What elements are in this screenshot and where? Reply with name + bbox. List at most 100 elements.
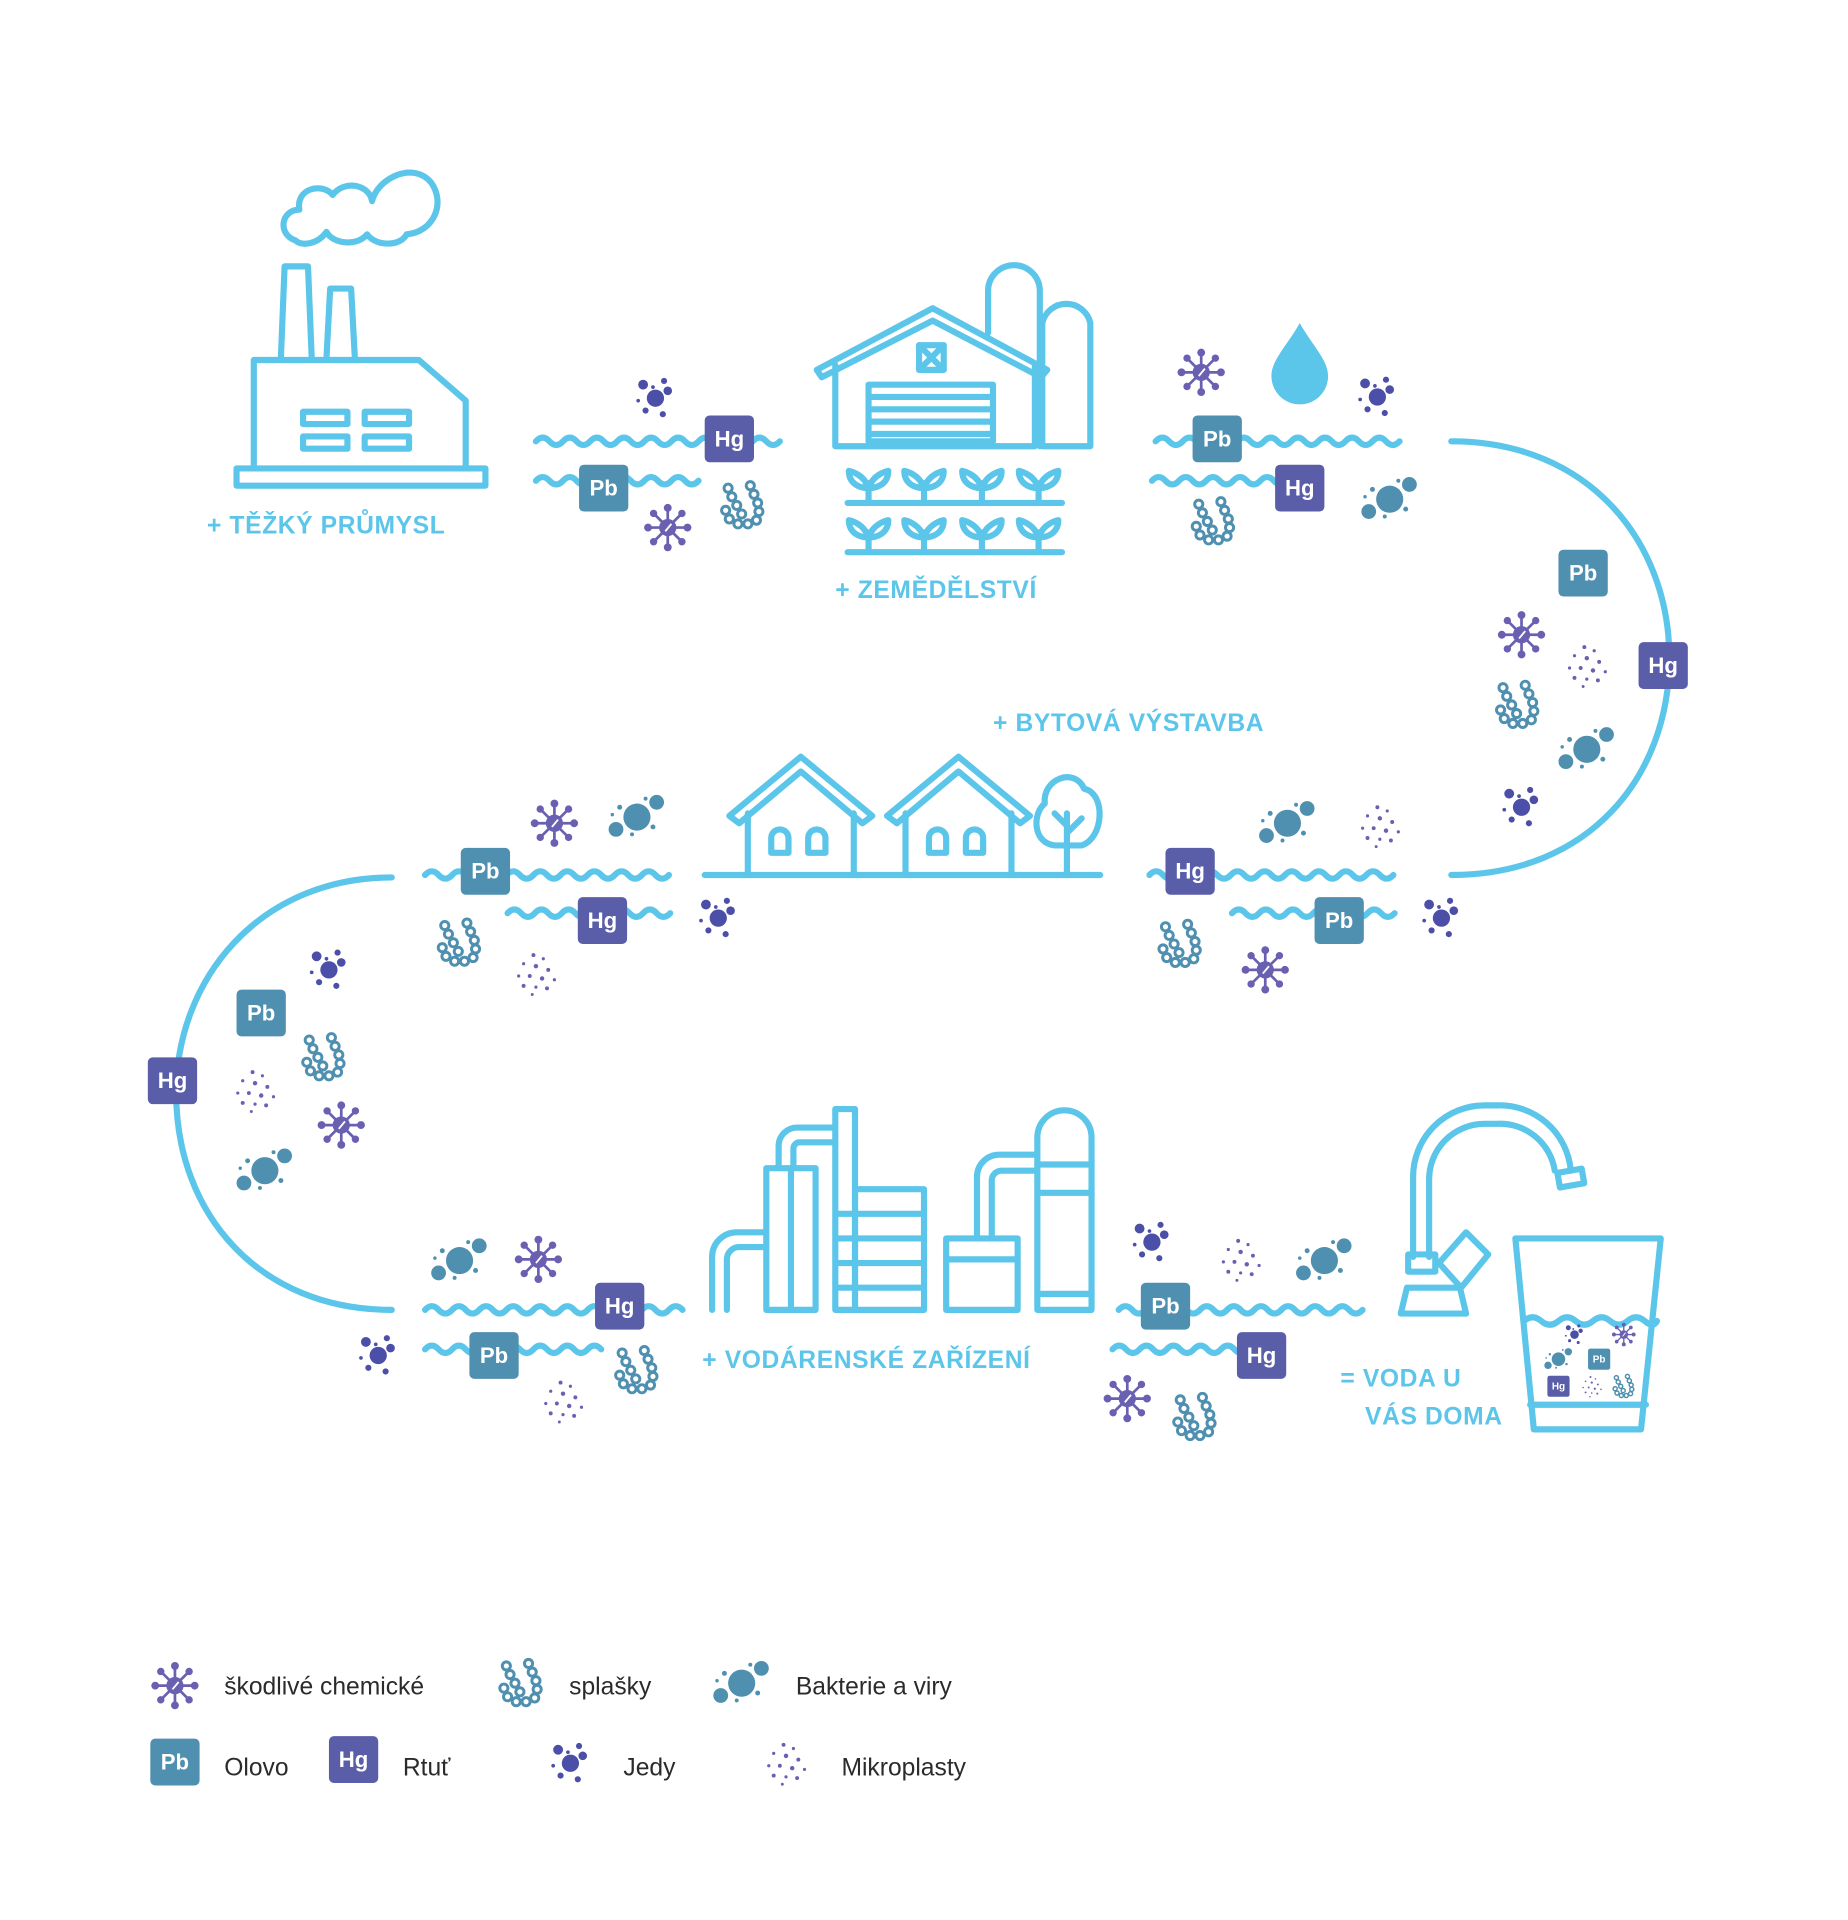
mercury-badge: Hg xyxy=(1165,847,1215,895)
microplastics-icon xyxy=(1567,645,1607,688)
svg-text:Pb: Pb xyxy=(161,1749,189,1774)
legend-microplastics-icon xyxy=(767,1742,807,1786)
sewage-icon xyxy=(1172,1391,1217,1442)
microplastics-icon xyxy=(544,1380,584,1424)
plant-icon xyxy=(845,467,892,505)
result-label-line1: = VODA U xyxy=(1340,1365,1461,1392)
chemical-icon xyxy=(1240,944,1291,995)
chemical-icon xyxy=(529,798,580,849)
legend-sewage-icon xyxy=(498,1657,543,1708)
water-treatment-plant-icon xyxy=(709,1105,1095,1313)
chemical-icon xyxy=(1176,347,1227,398)
water-wave xyxy=(1109,1342,1252,1357)
lead-badge: Pb xyxy=(1140,1282,1191,1330)
poison-icon xyxy=(309,949,346,989)
houses-icon xyxy=(701,753,1104,879)
plant-icon xyxy=(1015,467,1062,505)
badge-label: Hg xyxy=(605,1294,635,1319)
poison-icon xyxy=(1502,786,1539,827)
badge-label: Pb xyxy=(1151,1294,1179,1319)
poison-icon xyxy=(699,897,735,938)
plant-icon xyxy=(901,467,947,505)
sewage-icon xyxy=(1612,1373,1635,1399)
plant-icon xyxy=(959,517,1005,555)
flow-arc-left xyxy=(173,874,395,1313)
badge-label: Pb xyxy=(1593,1354,1606,1365)
water-glass-icon xyxy=(1512,1235,1664,1433)
plant-icon xyxy=(1015,517,1062,555)
mercury-badge: Hg xyxy=(704,415,754,463)
legend: škodlivé chemické splašky Bakterie a vir… xyxy=(149,1657,967,1786)
sewage-icon xyxy=(301,1032,346,1082)
water-wave xyxy=(1152,434,1403,449)
chemical-icon xyxy=(1611,1322,1637,1348)
plant-icon xyxy=(845,517,892,555)
poison-icon xyxy=(636,377,673,418)
microplastics-icon xyxy=(236,1070,276,1114)
lead-badge: Pb xyxy=(1314,897,1364,944)
mercury-badge: Hg xyxy=(577,897,628,944)
microplastics-icon xyxy=(1221,1238,1261,1282)
microplastics-icon xyxy=(1582,1376,1602,1398)
bacteria-icon xyxy=(236,1148,292,1191)
legend-chemicals-icon xyxy=(149,1660,200,1711)
badge-label: Pb xyxy=(471,859,499,884)
legend-chemicals-label: škodlivé chemické xyxy=(224,1673,424,1700)
badge-label: Hg xyxy=(588,908,618,933)
badge-label: Pb xyxy=(1325,908,1353,933)
chemical-icon xyxy=(513,1234,564,1285)
legend-microplastics-label: Mikroplasty xyxy=(841,1755,966,1782)
stage-label-waterworks: + VODÁRENSKÉ ZAŘÍZENÍ xyxy=(702,1346,1031,1374)
badge-label: Hg xyxy=(1648,653,1678,678)
lead-badge: Pb xyxy=(469,1332,519,1379)
plant-icon xyxy=(959,467,1005,505)
flow-arc-right xyxy=(1448,438,1673,879)
bacteria-icon xyxy=(1544,1348,1573,1370)
stage-label-agriculture: + ZEMĚDĚLSTVÍ xyxy=(835,576,1037,604)
mercury-badge: Hg xyxy=(1236,1332,1287,1379)
lead-badge: Pb xyxy=(1192,415,1242,463)
legend-lead-label: Olovo xyxy=(224,1755,288,1782)
sewage-icon xyxy=(436,917,482,967)
bacteria-icon xyxy=(1296,1238,1352,1281)
sewage-icon xyxy=(614,1344,659,1395)
chemical-icon xyxy=(316,1100,367,1151)
legend-poisons-label: Jedy xyxy=(623,1755,676,1782)
legend-sewage-label: splašky xyxy=(569,1673,652,1700)
bacteria-icon xyxy=(608,794,665,837)
poison-icon xyxy=(1132,1221,1169,1262)
stage-label-housing: + BYTOVÁ VÝSTAVBA xyxy=(993,709,1264,737)
legend-bacteria-label: Bakterie a viry xyxy=(796,1673,953,1700)
legend-bacteria-icon xyxy=(713,1661,769,1703)
legend-poisons-icon xyxy=(551,1742,588,1783)
badge-label: Hg xyxy=(1285,476,1315,501)
poison-icon xyxy=(1422,897,1459,938)
poison-icon xyxy=(359,1335,395,1375)
chemical-icon xyxy=(642,502,693,553)
badge-label: Hg xyxy=(1175,859,1205,884)
badge-label: Hg xyxy=(715,426,745,451)
water-drop-icon xyxy=(1271,323,1329,405)
mercury-badge: Hg xyxy=(1547,1375,1570,1397)
plant-icon xyxy=(901,517,947,555)
badge-label: Pb xyxy=(247,1000,275,1025)
badge-label: Pb xyxy=(480,1343,508,1368)
legend-mercury-badge: Hg xyxy=(328,1736,379,1783)
chemical-icon xyxy=(1496,609,1547,660)
badge-label: Pb xyxy=(1203,426,1231,451)
microplastics-icon xyxy=(1360,805,1400,849)
bacteria-icon xyxy=(1259,801,1315,843)
microplastics-icon xyxy=(517,953,557,996)
water-wave xyxy=(1228,906,1398,920)
bacteria-icon xyxy=(1361,477,1417,519)
badge-label: Hg xyxy=(1552,1382,1565,1393)
mercury-badge: Hg xyxy=(147,1057,198,1105)
legend-lead-badge: Pb xyxy=(150,1738,200,1786)
mercury-badge: Hg xyxy=(595,1282,645,1330)
crop-plants xyxy=(845,467,1062,555)
sewage-icon xyxy=(1157,918,1202,969)
mercury-badge: Hg xyxy=(1638,642,1688,689)
badge-label: Pb xyxy=(590,476,618,501)
badge-label: Hg xyxy=(1247,1343,1277,1368)
